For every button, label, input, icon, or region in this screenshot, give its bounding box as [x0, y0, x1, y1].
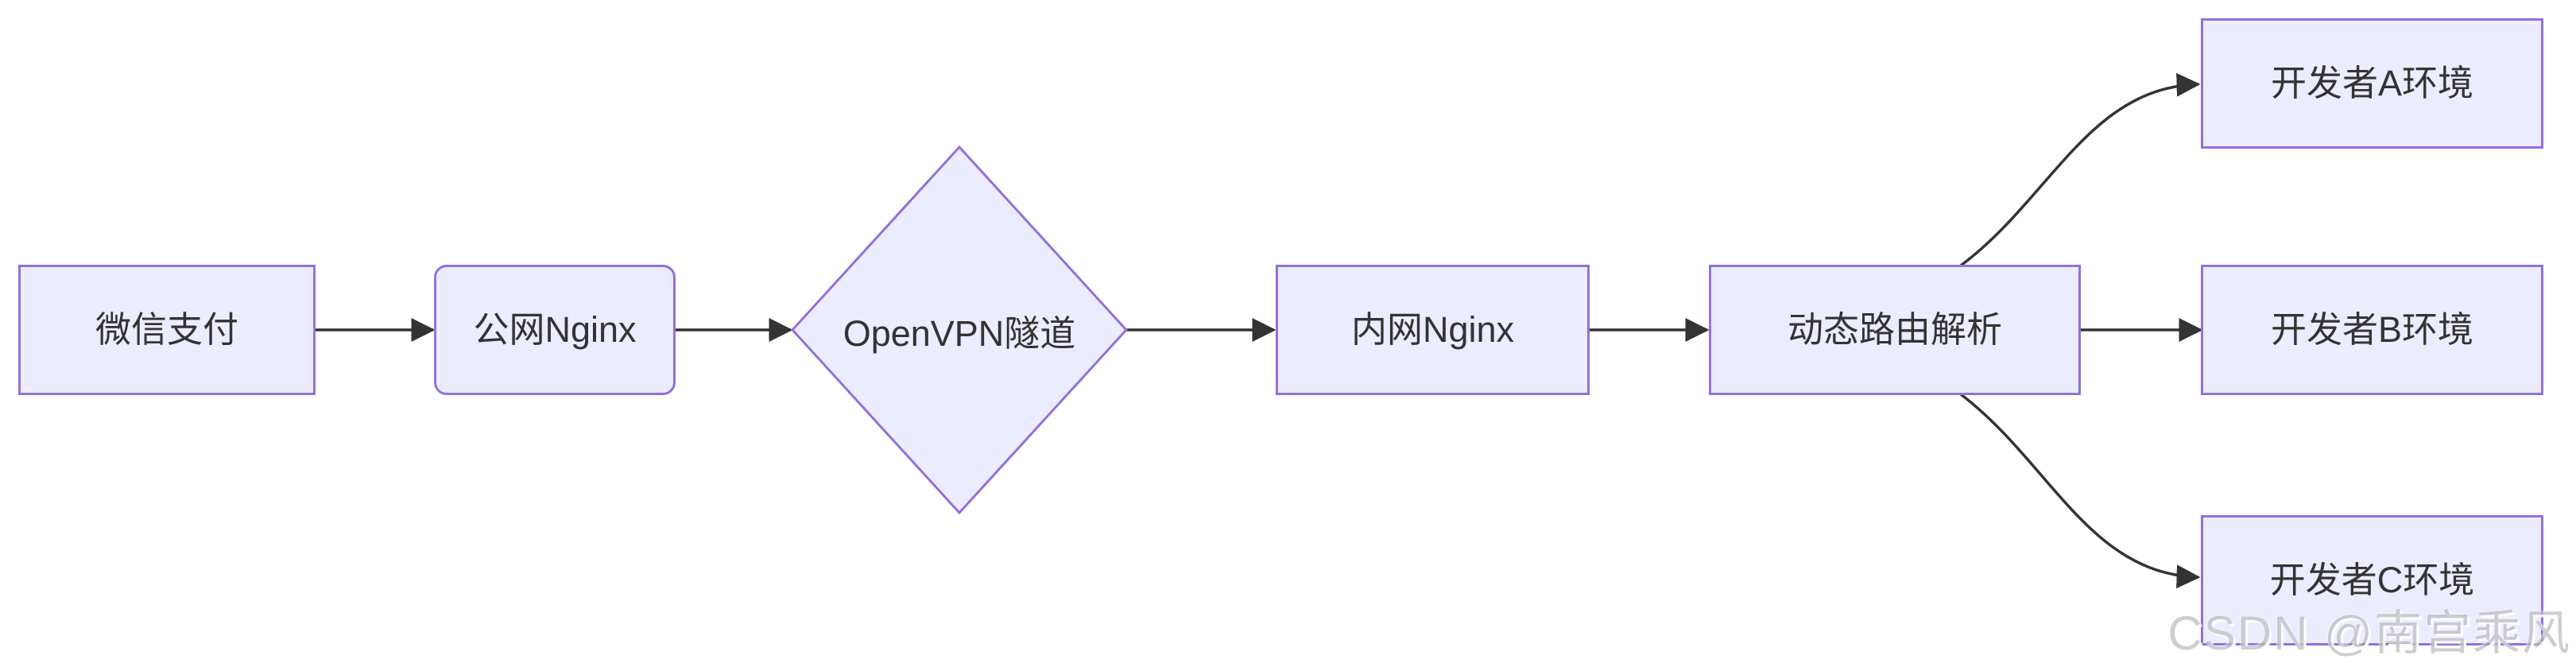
node-public-nginx-label: 公网Nginx — [473, 309, 637, 350]
node-internal-nginx: 内网Nginx — [1276, 265, 1590, 395]
node-dev-env-a: 开发者A环境 — [2201, 18, 2543, 149]
node-wechat-pay-label: 微信支付 — [95, 309, 238, 350]
node-dynamic-routing: 动态路由解析 — [1709, 265, 2081, 395]
node-dev-env-a-label: 开发者A环境 — [2270, 63, 2473, 103]
edge-dynamic-routing-to-dev-env-a — [1959, 72, 2201, 267]
node-openvpn-tunnel-shape — [790, 145, 1129, 515]
node-dynamic-routing-label: 动态路由解析 — [1787, 309, 2002, 350]
node-dev-env-b-label: 开发者B环境 — [2270, 309, 2473, 350]
node-openvpn-tunnel-label: OpenVPN隧道 — [843, 312, 1076, 354]
node-dev-env-c: 开发者C环境 — [2201, 515, 2543, 646]
node-dev-env-c-label: 开发者C环境 — [2269, 560, 2475, 600]
node-dev-env-b: 开发者B环境 — [2201, 265, 2543, 395]
node-public-nginx: 公网Nginx — [434, 265, 676, 395]
edge-dynamic-routing-to-dev-env-c — [1959, 393, 2201, 589]
node-internal-nginx-label: 内网Nginx — [1350, 309, 1515, 350]
node-wechat-pay: 微信支付 — [18, 265, 316, 395]
